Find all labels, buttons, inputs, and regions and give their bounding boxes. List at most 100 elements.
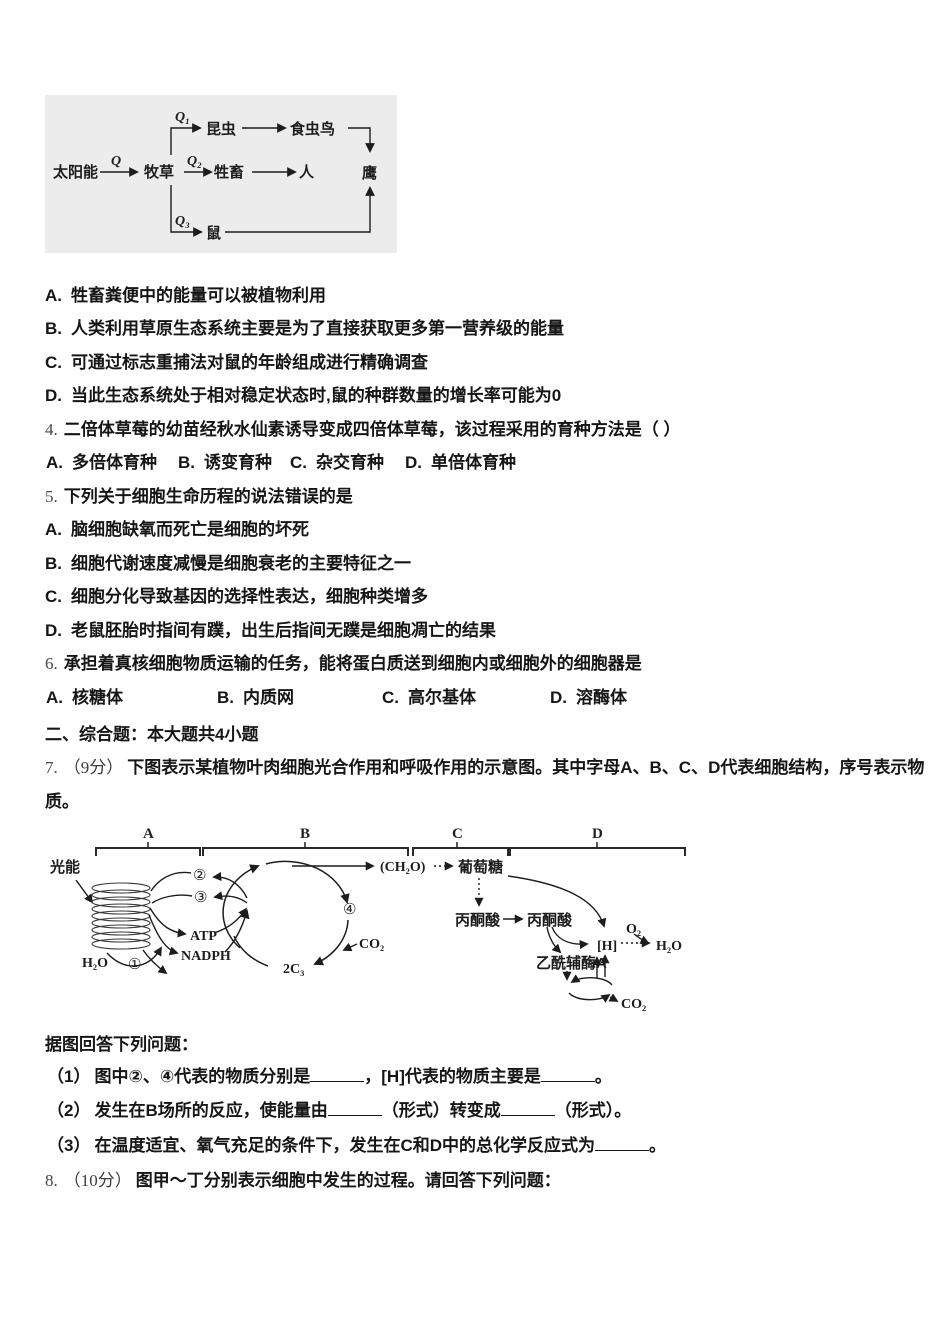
option-letter: A. — [46, 453, 63, 472]
arrow-pyruvate-to-acetyl — [546, 926, 562, 954]
node-insect-bird: 食虫鸟 — [290, 120, 335, 138]
bracket-c — [412, 847, 509, 856]
question-number: 6. — [45, 654, 58, 673]
option-d: D.单倍体育种 — [405, 452, 516, 474]
option-letter: A. — [45, 286, 62, 305]
stem-text: 承担着真核细胞物质运输的任务，能将蛋白质送到细胞内或细胞外的细胞器是 — [63, 654, 642, 673]
question-7-sub3: （3）在温度适宜、氧气充足的条件下，发生在C和D中的总化学反应式为。 — [47, 1135, 666, 1157]
option-row: A. 牲畜粪便中的能量可以被植物利用 — [45, 285, 326, 307]
option-row: C.可通过标志重捕法对鼠的年龄组成进行精确调查 — [45, 352, 428, 374]
option-letter: B. — [217, 688, 234, 707]
option-text: 细胞代谢速度减慢是细胞衰老的主要特征之一 — [71, 554, 411, 573]
photosynthesis-respiration-diagram: A B C D 光能 H₂O ① ② ③ ATP NADPH — [49, 826, 686, 1012]
arrow-nadph-to-cycle — [224, 909, 250, 953]
option-d: D. 溶酶体 — [550, 687, 627, 709]
question-7-sub2: （2）发生在B场所的反应，使能量由（形式）转变成（形式）。 — [47, 1100, 631, 1122]
label-co2-in: CO₂ — [359, 937, 384, 952]
sub-text: ，[H]代表的物质主要是 — [364, 1067, 541, 1086]
calvin-cycle-arc-top — [265, 860, 350, 904]
sub-text: 。 — [649, 1136, 667, 1155]
node-insect: 昆虫 — [206, 120, 236, 138]
question-score: （9分） — [63, 758, 124, 777]
sub-marker: （1） — [47, 1067, 91, 1086]
node-mouse: 鼠 — [206, 224, 221, 242]
option-text: 杂交育种 — [316, 453, 384, 472]
option-text: 内质网 — [243, 688, 294, 707]
scan-background — [45, 95, 397, 253]
option-text: 脑细胞缺氧而死亡是细胞的坏死 — [71, 520, 309, 539]
option-text: 多倍体育种 — [72, 453, 157, 472]
flow-q1: Q₁ — [175, 110, 190, 125]
sub-text: 在温度适宜、氧气充足的条件下，发生在C和D中的总化学反应式为 — [94, 1136, 596, 1155]
option-letter: A. — [45, 520, 62, 539]
option-text: 溶酶体 — [576, 688, 627, 707]
label-water-out: H₂O — [656, 939, 682, 954]
option-letter: B. — [45, 319, 62, 338]
label-water-in: H₂O — [82, 956, 108, 971]
bracket-b-label: B — [300, 826, 310, 842]
option-letter: C. — [45, 353, 62, 372]
arrow-light-to-thylakoid — [75, 879, 94, 904]
section-2-header: 二、综合题：本大题共4小题 — [45, 725, 259, 744]
stem-text: 图甲～丁分别表示细胞中发生的过程。请回答下列问题： — [135, 1171, 561, 1190]
label-circle-4: ④ — [343, 901, 356, 918]
label-atp: ATP — [190, 929, 217, 944]
arrow-o2-join — [633, 933, 650, 944]
arrow-mouse-hawk — [225, 186, 375, 233]
arrow-co2-into-cycle — [342, 942, 358, 952]
option-c: C.高尔基体 — [382, 687, 476, 709]
node-livestock: 牲畜 — [214, 163, 244, 181]
answer-blank — [500, 1101, 555, 1116]
sub-text: （形式）转变成 — [381, 1101, 501, 1120]
label-o2: O₂ — [626, 922, 641, 937]
label-circle-1: ① — [128, 956, 141, 973]
node-human: 人 — [299, 164, 315, 181]
arrow-krebs-to-co2 — [608, 993, 619, 1002]
stem-text: 下列关于细胞生命历程的说法错误的是 — [63, 487, 353, 506]
question-7-stem-line2: 质。 — [45, 792, 79, 811]
option-text: 诱变育种 — [204, 453, 272, 472]
question-number: 7. — [45, 758, 58, 777]
option-letter: B. — [178, 453, 195, 472]
node-grass: 牧草 — [144, 163, 174, 181]
option-row: C.细胞分化导致基因的选择性表达，细胞种类增多 — [45, 586, 428, 608]
food-web-diagram: 太阳能 Q 牧草 Q₁ 昆虫 食虫鸟 Q₂ 牲畜 人 鹰 Q₃ 鼠 — [45, 95, 397, 253]
option-text: 细胞分化导致基因的选择性表达，细胞种类增多 — [71, 587, 428, 606]
krebs-cycle-arc-bottom — [568, 992, 611, 1003]
label-2c3: 2C₃ — [283, 962, 304, 977]
label-h: [H] — [597, 939, 617, 954]
label-nadph: NADPH — [181, 949, 231, 964]
node-sun: 太阳能 — [53, 163, 98, 181]
question-number: 4. — [45, 420, 58, 439]
arrow-atp-to-cycle — [213, 907, 248, 934]
bracket-d — [509, 847, 686, 856]
calvin-cycle-arc-bottom — [233, 935, 269, 967]
option-row: D.当此生态系统处于相对稳定状态时,鼠的种群数量的增长率可能为0 — [45, 385, 561, 407]
label-circle-3: ③ — [194, 889, 207, 906]
question-number: 8. — [45, 1171, 58, 1190]
option-letter: D. — [550, 688, 567, 707]
sub-text: （形式）。 — [554, 1101, 632, 1120]
option-letter: B. — [45, 554, 62, 573]
option-text: 牲畜粪便中的能量可以被植物利用 — [71, 286, 326, 305]
option-letter: C. — [382, 688, 399, 707]
answer-blank — [310, 1067, 365, 1082]
sub-text: 图中②、④代表的物质分别是 — [94, 1067, 311, 1086]
sub-text: 发生在B场所的反应，使能量由 — [94, 1101, 328, 1120]
question-7-sub1: （1）图中②、④代表的物质分别是，[H]代表的物质主要是。 — [47, 1066, 612, 1088]
option-row: B. 细胞代谢速度减慢是细胞衰老的主要特征之一 — [45, 553, 411, 575]
flow-q3: Q₃ — [175, 214, 190, 229]
arrow-oxygen-out — [142, 949, 168, 975]
bracket-b — [202, 847, 409, 856]
question-7-prompt: 据图回答下列问题： — [45, 1035, 198, 1054]
calvin-cycle-arc-left — [222, 864, 260, 949]
node-hawk: 鹰 — [362, 164, 377, 182]
label-circle-2: ② — [193, 867, 206, 884]
question-number: 5. — [45, 487, 58, 506]
arrow-bird-hawk — [348, 127, 375, 153]
answer-blank — [540, 1067, 595, 1082]
bracket-c-label: C — [452, 826, 463, 842]
arrow-grass-mouse — [170, 185, 203, 237]
thylakoid-stack — [91, 882, 151, 950]
question-6-stem: 6. 承担着真核细胞物质运输的任务，能将蛋白质送到细胞内或细胞外的细胞器是 — [45, 653, 642, 675]
